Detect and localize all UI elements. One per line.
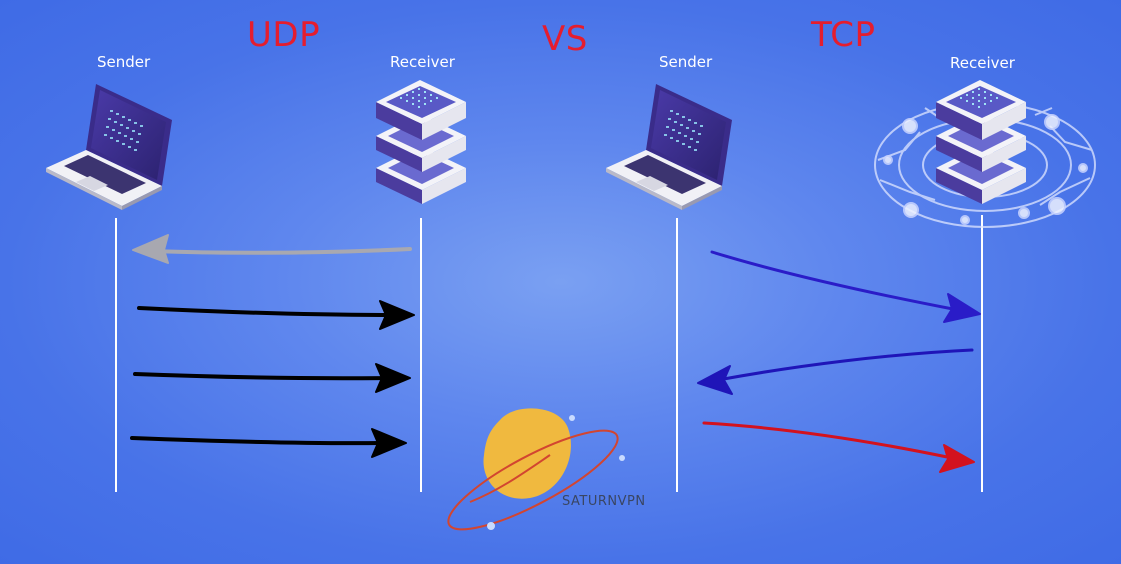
server-stack-icon [376, 80, 466, 204]
udp-heading: UDP [247, 15, 321, 55]
tcp-retransmit-arrow [702, 421, 975, 473]
server-network-icon [874, 80, 1096, 228]
udp-data-arrow-1 [137, 300, 415, 330]
tcp-sender-label: Sender [659, 53, 713, 71]
laptop-icon [606, 84, 732, 210]
tcp-ack-arrow [697, 348, 974, 395]
tcp-heading: TCP [811, 15, 876, 55]
tcp-data-arrow [710, 250, 981, 323]
laptop-icon [46, 84, 172, 210]
udp-arrows [130, 234, 415, 458]
udp-data-arrow-2 [133, 363, 411, 393]
udp-receiver-label: Receiver [390, 53, 455, 71]
udp-data-arrow-3 [130, 428, 407, 458]
timelines [115, 215, 983, 492]
brand-name: SATURNVPN [562, 494, 646, 509]
udp-ack-arrow [132, 234, 412, 264]
udp-sender-label: Sender [97, 53, 151, 71]
saturn-planet-icon [447, 408, 625, 531]
tcp-receiver-label: Receiver [950, 54, 1015, 72]
vs-heading: VS [542, 19, 588, 59]
tcp-arrows [697, 250, 981, 473]
